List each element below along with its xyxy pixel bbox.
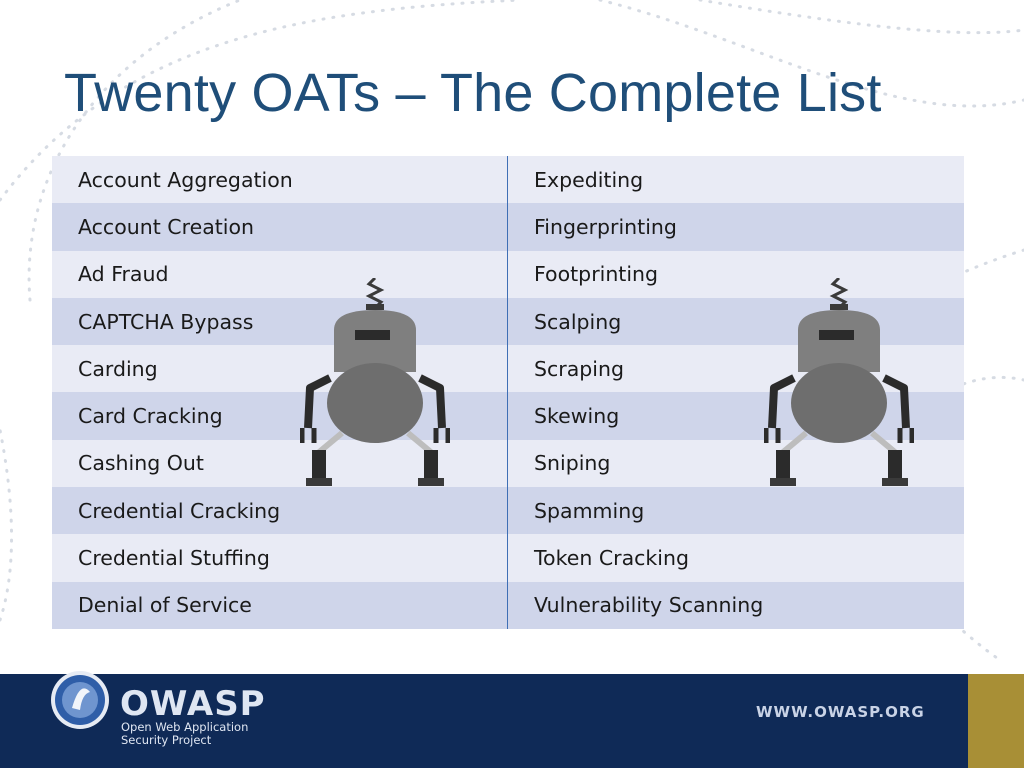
oat-item: CAPTCHA Bypass [78, 309, 254, 334]
oat-item: Footprinting [534, 262, 659, 287]
owasp-logo-subtitle: Open Web Application Security Project [121, 721, 248, 747]
footer-bar [0, 674, 968, 768]
oat-item: Vulnerability Scanning [534, 593, 764, 618]
oat-item: Credential Cracking [78, 498, 281, 523]
robot-icon [300, 278, 450, 486]
oat-item: Credential Stuffing [78, 546, 270, 571]
oat-item: Scraping [534, 356, 624, 381]
oat-item: Scalping [534, 309, 622, 334]
table-row: Cashing Out Sniping [52, 439, 964, 488]
oat-item: Fingerprinting [534, 214, 677, 239]
table-row: Account Aggregation Expediting [52, 156, 964, 204]
oat-item: Denial of Service [78, 593, 252, 618]
table-row: Ad Fraud Footprinting [52, 250, 964, 298]
owasp-logo-icon [51, 671, 109, 729]
table-row: Credential Cracking Spamming [52, 487, 964, 535]
slide-title: Twenty OATs – The Complete List [64, 63, 882, 123]
column-divider [507, 156, 508, 629]
oat-item: Carding [78, 356, 158, 381]
oat-item: Skewing [534, 404, 620, 429]
oat-item: Ad Fraud [78, 262, 169, 287]
table-row: Denial of Service Vulnerability Scanning [52, 581, 964, 629]
owasp-logo-text: OWASP [120, 684, 266, 724]
oat-item: Card Cracking [78, 404, 223, 429]
owasp-subtitle-line1: Open Web Application [121, 720, 249, 734]
robot-icon [764, 278, 914, 486]
oat-item: Expediting [534, 167, 644, 192]
oat-item: Spamming [534, 498, 645, 523]
oat-item: Account Aggregation [78, 167, 293, 192]
oat-item: Token Cracking [534, 546, 689, 571]
oat-item: Cashing Out [78, 451, 204, 476]
oat-item: Account Creation [78, 214, 255, 239]
oat-item: Sniping [534, 451, 611, 476]
table-row: Credential Stuffing Token Cracking [52, 534, 964, 582]
table-row: Account Creation Fingerprinting [52, 203, 964, 251]
owasp-subtitle-line2: Security Project [121, 733, 212, 747]
footer-gold-accent [968, 674, 1024, 768]
footer-url: WWW.OWASP.ORG [756, 703, 925, 721]
